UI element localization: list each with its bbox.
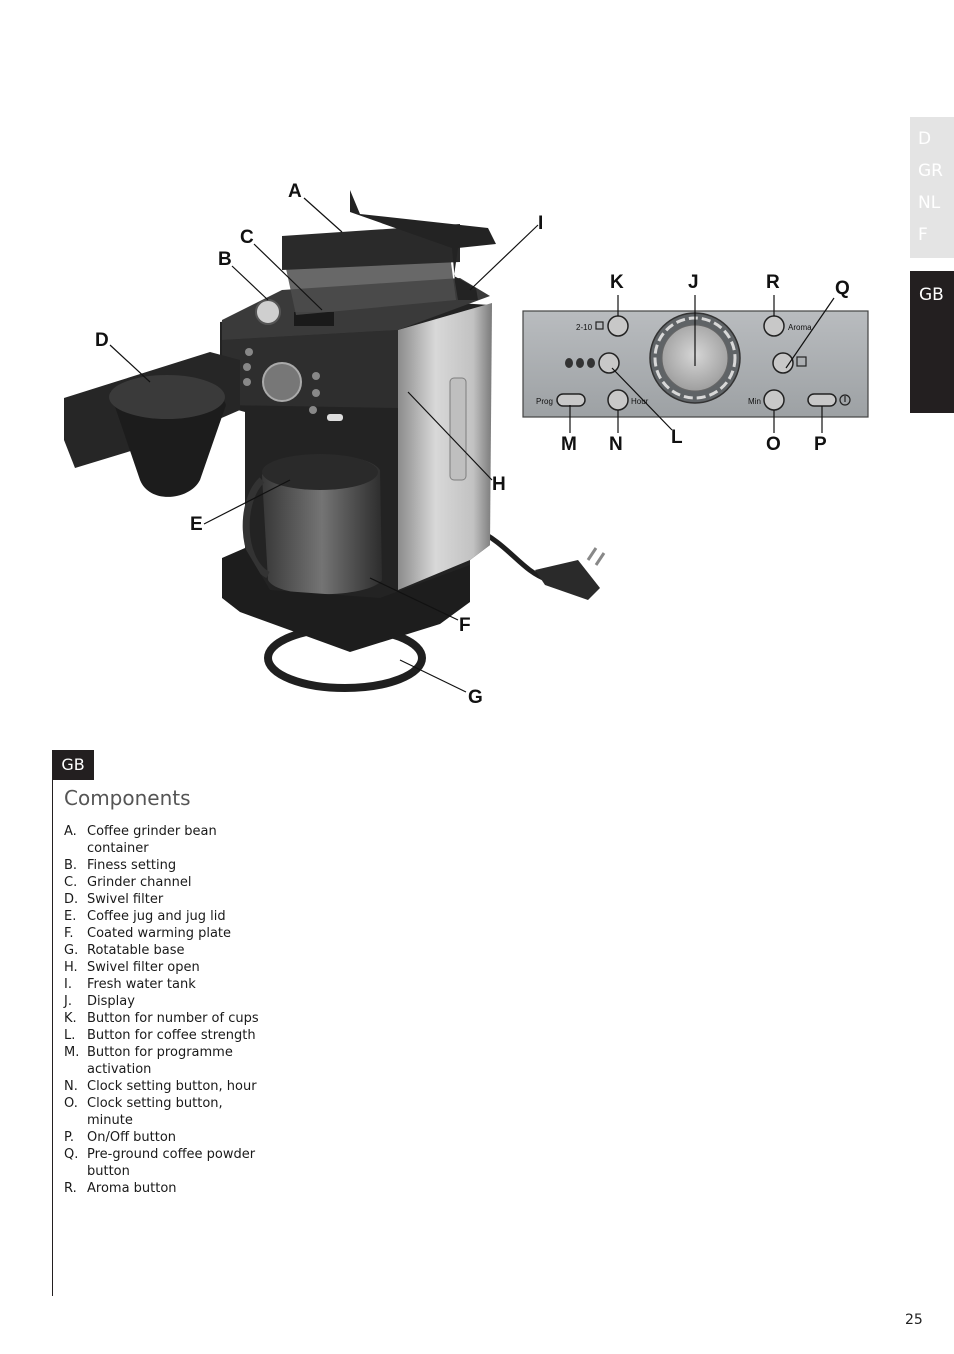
list-item: K.Button for number of cups [64, 1011, 259, 1026]
lang-tab-gr[interactable]: GR [918, 161, 943, 181]
components-list: A.Coffee grinder bean container B.Finess… [64, 823, 264, 1197]
panel-label-hour: Hour [631, 397, 649, 406]
lang-tab-d[interactable]: D [918, 129, 932, 149]
list-item: N.Clock setting button, hour [64, 1079, 257, 1094]
bean-container-lid [282, 224, 460, 270]
fineness-dial [255, 299, 281, 325]
list-item: I.Fresh water tank [64, 977, 196, 992]
list-item: J.Display [64, 994, 135, 1009]
list-item: G.Rotatable base [64, 943, 185, 958]
list-item: P.On/Off button [64, 1130, 177, 1145]
section-title: Components [64, 786, 191, 810]
callout-c: C [240, 227, 254, 248]
section-language-badge: GB [52, 750, 94, 780]
power-plug [535, 560, 600, 600]
callout-b: B [218, 249, 232, 270]
lang-tab-f[interactable]: F [918, 225, 928, 245]
panel-label-cups: 2-10 [576, 323, 593, 332]
callout-m: M [561, 434, 577, 455]
callout-n: N [609, 434, 623, 455]
callout-j: J [688, 272, 699, 293]
list-item: Q.Pre-ground coffee powder button [64, 1147, 256, 1179]
callout-o: O [766, 434, 781, 455]
callout-q: Q [835, 278, 850, 299]
list-item: F.Coated warming plate [64, 926, 232, 941]
callout-r: R [766, 272, 780, 293]
list-item: A.Coffee grinder bean container [64, 824, 217, 856]
warming-plate-base [222, 548, 470, 652]
jug-lid [262, 454, 378, 490]
callout-f: F [459, 615, 471, 636]
list-item: C.Grinder channel [64, 875, 192, 890]
front-display [262, 362, 302, 402]
callout-k: K [610, 272, 624, 293]
grinder-channel [294, 312, 334, 326]
lang-tab-nl[interactable]: NL [918, 193, 941, 213]
list-item: E.Coffee jug and jug lid [64, 909, 226, 924]
panel-label-min: Min [748, 397, 761, 406]
coffee-machine-illustration: 2-10 Prog Hour Min Aroma [64, 190, 869, 693]
callout-i: I [538, 213, 544, 234]
callout-l: L [671, 427, 683, 448]
list-item: H.Swivel filter open [64, 960, 200, 975]
callout-h: H [492, 474, 506, 495]
page-number: 25 [905, 1312, 923, 1328]
list-item: B.Finess setting [64, 858, 177, 873]
callout-g: G [468, 687, 483, 708]
list-item: L.Button for coffee strength [64, 1028, 256, 1043]
list-item: M.Button for programme activation [64, 1045, 233, 1077]
water-tank-lid [350, 190, 496, 300]
callout-p: P [814, 434, 827, 455]
list-item: R.Aroma button [64, 1181, 177, 1196]
callout-d: D [95, 330, 109, 351]
callout-e: E [190, 514, 203, 535]
panel-label-aroma: Aroma [788, 323, 812, 332]
list-item: D.Swivel filter [64, 892, 164, 907]
water-level-window [449, 377, 467, 481]
left-rule [52, 780, 53, 1296]
language-tabs: D GR NL F [910, 117, 954, 258]
lang-tab-gb-active[interactable]: GB [910, 271, 954, 413]
lang-tab-gb-label: GB [919, 285, 944, 305]
steel-side-panel [398, 303, 492, 590]
panel-label-prog: Prog [536, 397, 553, 406]
coffee-jug [262, 455, 382, 595]
callout-a: A [288, 181, 302, 202]
list-item: O.Clock setting button, minute [64, 1096, 223, 1128]
